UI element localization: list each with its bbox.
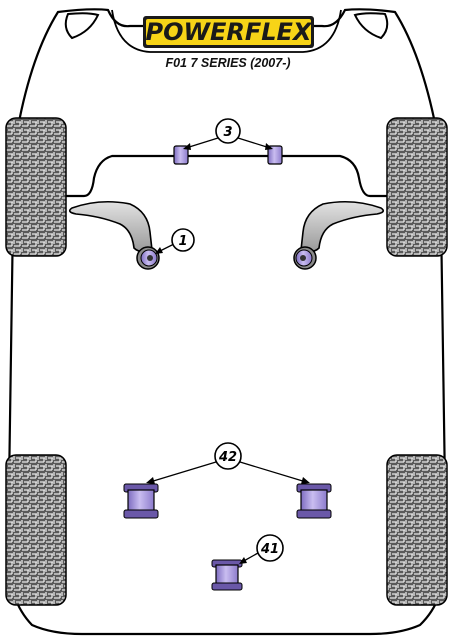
callout-3: 3 [183,118,273,150]
front-right-arm [293,200,385,270]
model-subtitle: F01 7 SERIES (2007-) [165,56,290,70]
front-left-notch [64,12,100,40]
callout-41-label: 41 [260,542,279,557]
callout-1: 1 [155,228,195,254]
bush-3-right [267,145,283,165]
callout-41: 41 [239,534,284,564]
anti-roll-bar [66,154,387,198]
hood-contour [111,9,342,53]
callout-42-label: 42 [218,450,237,465]
logo-text: POWERFLEX [146,18,313,46]
front-left-arm [68,200,160,270]
front-right-notch [353,12,389,40]
bush-41 [211,559,243,591]
front-left-tyre [5,117,67,257]
rear-left-tyre [5,454,67,606]
front-right-tyre [386,117,448,257]
callout-42: 42 [146,442,310,484]
bush-42-right [296,483,332,519]
rear-right-tyre [386,454,448,606]
callout-3-label: 3 [223,125,232,140]
powerflex-logo: POWERFLEX [143,16,314,48]
bush-42-left [123,483,159,519]
car-body-outline [6,8,448,636]
callout-1-label: 1 [178,234,187,249]
bush-3-left [173,145,189,165]
